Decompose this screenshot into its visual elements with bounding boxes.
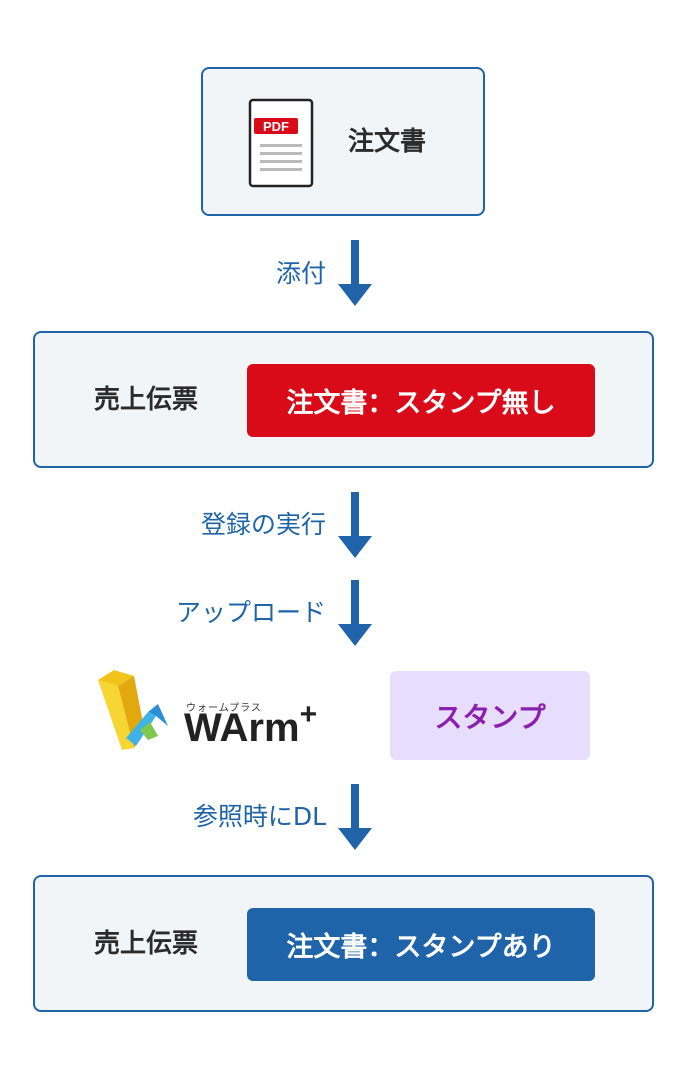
- sales-slip-label: 売上伝票: [94, 385, 199, 415]
- step-download-label: 参照時にDL: [192, 802, 326, 831]
- pdf-icon-label: PDF: [263, 119, 289, 134]
- sales-slip-after-box: 売上伝票 注文書：スタンプあり: [33, 875, 654, 1012]
- step-upload-label: アップロード: [175, 598, 326, 627]
- order-document-label: 注文書: [348, 127, 427, 157]
- step-register-label: 登録の実行: [200, 510, 326, 539]
- pdf-file-icon: PDF: [248, 98, 314, 188]
- warm-plus-logo: ウォームプラス WArm+: [96, 668, 356, 753]
- stamp-present-badge: 注文書：スタンプあり: [247, 908, 595, 981]
- order-document-box: PDF 注文書: [201, 67, 485, 216]
- warm-logo-kana: ウォームプラス: [186, 703, 262, 714]
- sales-slip-label: 売上伝票: [94, 929, 199, 959]
- warm-logo-text: WArm: [184, 706, 300, 750]
- stamp-missing-badge: 注文書：スタンプ無し: [247, 364, 595, 437]
- sales-slip-before-box: 売上伝票 注文書：スタンプ無し: [33, 331, 654, 468]
- stamp-box: スタンプ: [390, 671, 590, 760]
- warm-logo-plus: +: [299, 698, 318, 731]
- down-arrow-icon: [338, 784, 372, 850]
- step-attach-label: 添付: [275, 259, 326, 288]
- warm-logo-mark-icon: [98, 670, 168, 750]
- down-arrow-icon: [338, 240, 372, 306]
- down-arrow-icon: [338, 580, 372, 646]
- down-arrow-icon: [338, 492, 372, 558]
- warm-logo-wordmark: WArm+: [184, 700, 317, 750]
